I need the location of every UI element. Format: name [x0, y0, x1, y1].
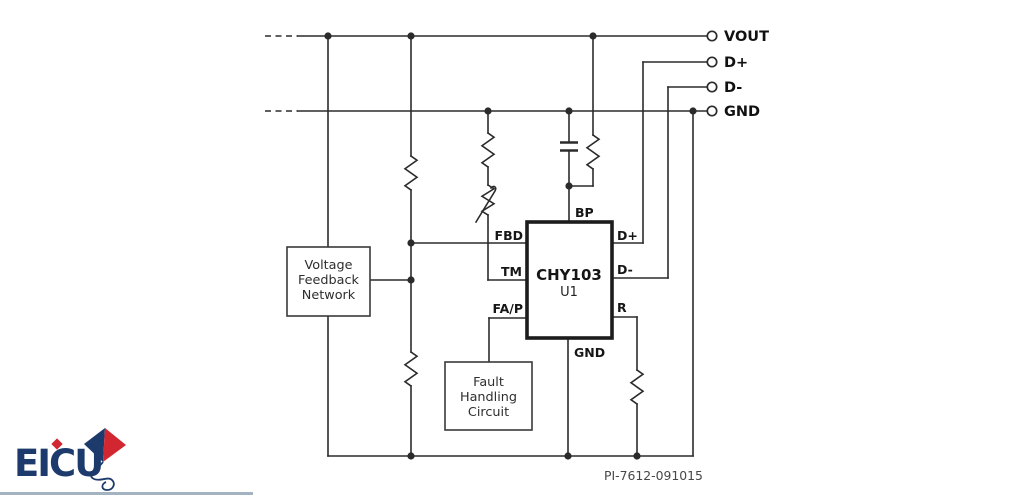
bp-capacitor [560, 141, 578, 152]
gnd-terminal-circle [706, 105, 718, 117]
ic-name-label: CHY103 [536, 266, 602, 284]
eicu-logo-text: EICU [14, 442, 104, 485]
fault-box-line1: Fault [473, 375, 504, 390]
feedback-box-line1: Voltage [304, 258, 352, 273]
feedback-box-line2: Feedback [298, 273, 360, 288]
resistor-upper-divider [403, 154, 419, 192]
resistor-tm-upper [480, 131, 496, 169]
dminus-pin-label: D- [617, 262, 633, 277]
junction-dot [589, 32, 597, 40]
resistor-bp [585, 133, 601, 171]
thermistor-arrow [474, 185, 497, 224]
junction-dot [565, 182, 573, 190]
ic-body [525, 220, 614, 340]
fault-handling-circuit-box [444, 361, 533, 431]
eicu-logo: EICU [14, 428, 144, 494]
fbd-pin-label: FBD [495, 228, 523, 243]
dminus-terminal-circle [706, 81, 718, 93]
junction-dot [407, 32, 415, 40]
footer-rule [0, 492, 253, 495]
fault-box-line2: Handling [460, 390, 517, 405]
junction-dot [324, 32, 332, 40]
vout-terminal-circle [706, 30, 718, 42]
resistors [403, 131, 645, 406]
figure-part-number: PI-7612-091015 [604, 468, 703, 483]
junction-dot [407, 276, 415, 284]
junction-dot [407, 452, 415, 460]
bp-pin-label: BP [575, 205, 594, 220]
feedback-box-line3: Network [302, 288, 356, 303]
r-pin-label: R [617, 300, 627, 315]
fault-box-line3: Circuit [468, 405, 509, 420]
junction-dot [407, 239, 415, 247]
wires [265, 35, 708, 457]
junction-dot [565, 107, 573, 115]
ic-designator-label: U1 [560, 285, 578, 300]
junction-dot [633, 452, 641, 460]
kite-icon [84, 428, 126, 491]
tm-pin-label: TM [501, 264, 522, 279]
resistor-lower-divider [403, 350, 419, 388]
junction-dots [324, 32, 697, 460]
kite-tail [90, 461, 115, 491]
resistor-r-pin [629, 368, 645, 406]
dminus-terminal-label: D- [724, 80, 742, 96]
dplus-pin-label: D+ [617, 228, 638, 243]
gnd-terminal-label: GND [724, 104, 760, 120]
voltage-feedback-network-box [286, 246, 371, 317]
vout-terminal-label: VOUT [724, 29, 769, 45]
terminals [706, 30, 718, 117]
kite-left-panel [84, 428, 105, 462]
junction-dot [564, 452, 572, 460]
fap-pin-label: FA/P [492, 301, 523, 316]
dplus-terminal-circle [706, 56, 718, 68]
kite-right-panel [103, 428, 126, 462]
junction-dot [484, 107, 492, 115]
dplus-terminal-label: D+ [724, 55, 748, 71]
gnd-pin-label: GND [574, 345, 605, 360]
junction-dot [689, 107, 697, 115]
